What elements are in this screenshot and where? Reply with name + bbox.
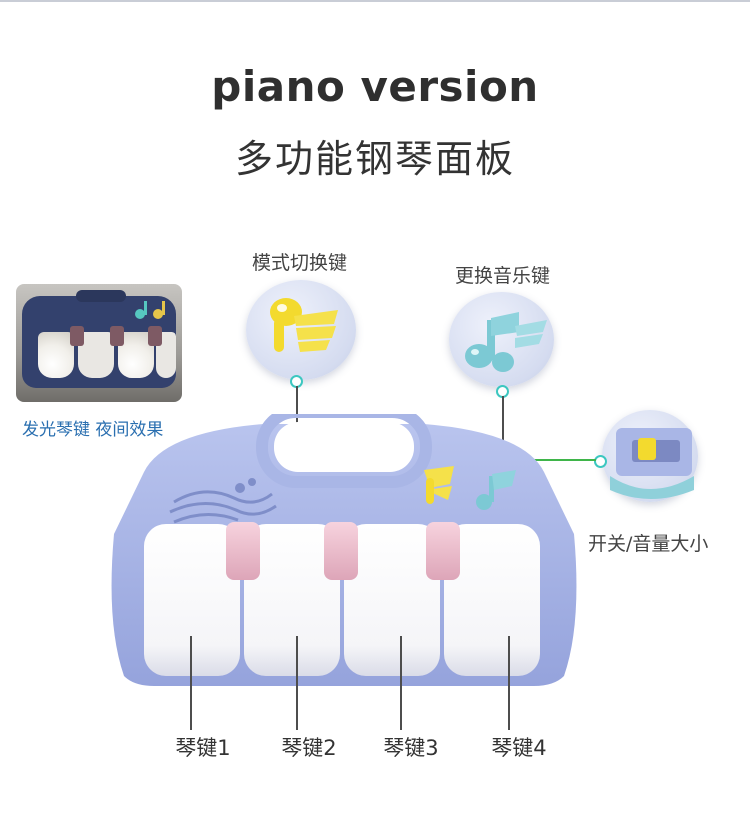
piano-panel (111, 414, 577, 686)
key4-connector (508, 636, 510, 730)
change-music-label: 更换音乐键 (455, 265, 551, 287)
power-volume-label: 开关/音量大小 (588, 533, 709, 555)
inset-lit-key (38, 332, 74, 378)
power-volume-zoom (602, 410, 698, 502)
inset-key (78, 332, 114, 378)
key-label-2: 琴键2 (281, 736, 337, 760)
key-label-3: 琴键3 (383, 736, 439, 760)
switch-icon (610, 428, 694, 499)
white-key-2 (244, 524, 340, 676)
key-label-1: 琴键1 (175, 736, 231, 760)
mode-button-icon (270, 298, 338, 352)
key2-connector (296, 636, 298, 730)
inset-black-key (148, 326, 162, 346)
title-english: piano version (211, 62, 539, 111)
mode-switch-zoom (246, 280, 356, 380)
change-music-connector (502, 396, 504, 480)
black-key-1 (226, 522, 260, 580)
inset-caption: 发光琴键 夜间效果 (22, 420, 164, 440)
key3-connector (400, 636, 402, 730)
night-effect-photo (16, 284, 182, 402)
top-divider (0, 0, 750, 2)
white-key-3 (344, 524, 440, 676)
black-key-2 (324, 522, 358, 580)
power-volume-pointer (594, 455, 607, 468)
inset-music-icon (135, 301, 165, 319)
key-label-4: 琴键4 (491, 736, 547, 760)
mode-switch-label: 模式切换键 (252, 252, 348, 274)
black-key-3 (426, 522, 460, 580)
power-volume-connector (524, 459, 596, 461)
inset-black-key (70, 326, 84, 346)
change-music-zoom (449, 292, 554, 387)
music-button-icon (465, 312, 547, 372)
inset-black-key (110, 326, 124, 346)
inset-handle (76, 290, 126, 302)
title-chinese: 多功能钢琴面板 (234, 137, 515, 181)
white-key-1 (144, 524, 240, 676)
key1-connector (190, 636, 192, 730)
white-key-4 (444, 524, 540, 676)
